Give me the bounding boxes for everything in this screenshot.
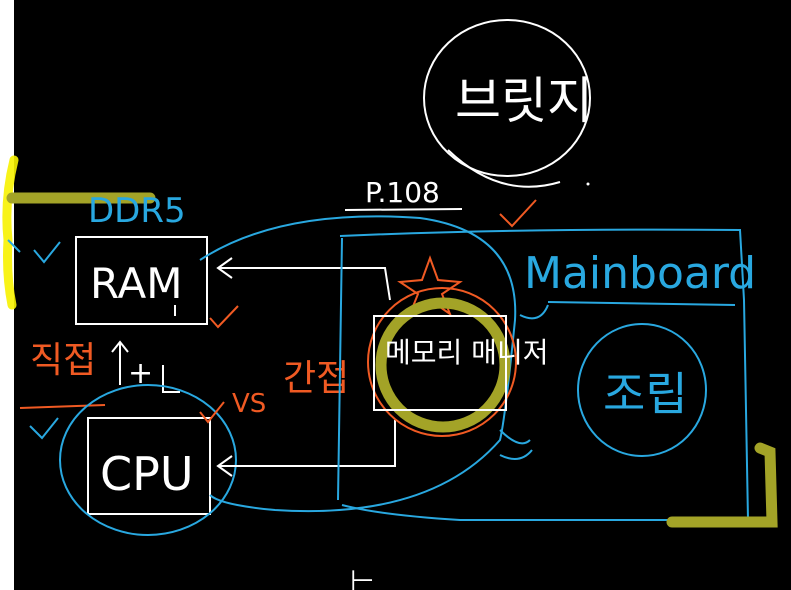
olive-highlight-bracket <box>666 442 778 528</box>
mainboard-underline <box>547 301 736 306</box>
bridge-tail-stroke <box>447 149 561 188</box>
check-icon <box>29 417 59 440</box>
direct-underline <box>19 404 106 409</box>
ddr5-label: DDR5 <box>88 191 186 231</box>
memory-controller-line-1: 메모리 매니저 <box>385 336 548 369</box>
controller-to-cpu-arrow <box>216 420 396 477</box>
memory-controller-box <box>373 315 507 411</box>
indirect-label: 간접 <box>283 358 349 399</box>
direct-label: 직접 <box>30 340 96 381</box>
cursor-mark: ⊢ <box>350 564 374 590</box>
page-reference-underline <box>344 208 463 211</box>
mainboard-outline <box>337 228 750 521</box>
check-icon <box>199 401 225 424</box>
mainboard-label: Mainboard <box>524 248 756 299</box>
bridge-circle <box>423 19 591 177</box>
bridge-label: 브릿지 <box>455 72 593 130</box>
cpu-ram-arrow <box>111 340 129 385</box>
assembly-circle <box>577 323 707 457</box>
controller-orange-circle <box>367 287 517 437</box>
ram-box <box>75 236 208 325</box>
yellow-marker-stroke <box>2 155 19 310</box>
page-reference: P.108 <box>365 176 440 209</box>
check-icon <box>209 305 239 329</box>
assembly-label: 조립 <box>603 367 688 421</box>
cpu-circle <box>59 384 237 536</box>
versus-label: VS <box>232 389 266 419</box>
blue-hook <box>499 304 549 460</box>
cpu-box <box>87 417 211 515</box>
dot <box>586 182 590 186</box>
memory-controller-label: 메모리 매니저 <box>385 336 548 369</box>
ram-label: RAM <box>90 259 182 308</box>
plus-tail <box>162 365 180 393</box>
controller-to-ram-arrow <box>216 257 391 301</box>
check-icon <box>499 199 537 228</box>
check-icon <box>7 239 61 264</box>
cpu-label: CPU <box>100 447 194 501</box>
